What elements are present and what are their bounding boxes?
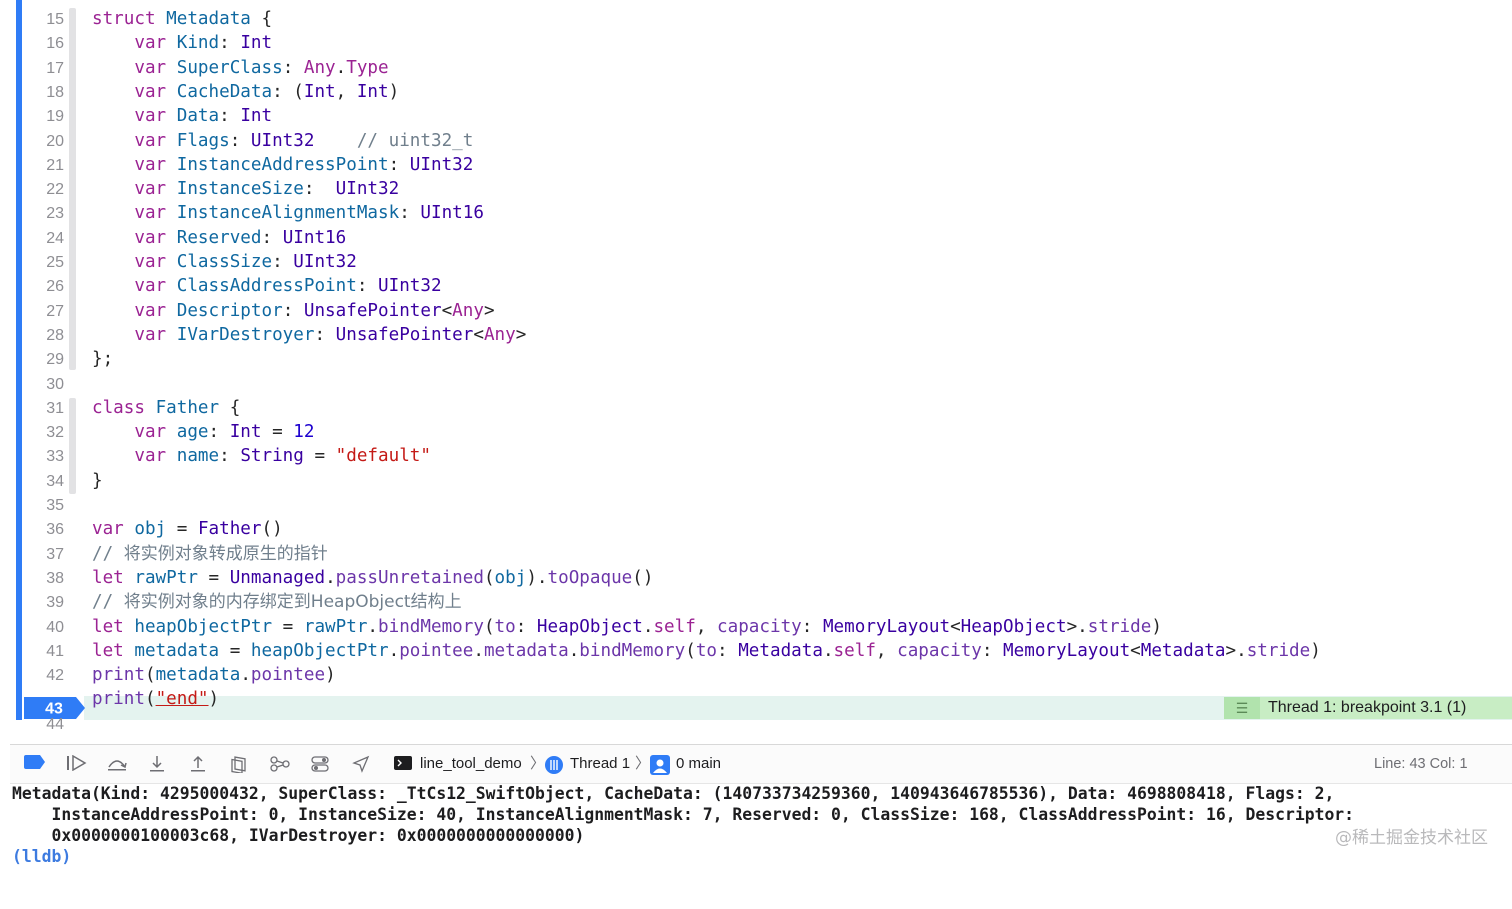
line-number[interactable]: 15 (46, 11, 64, 28)
line-number[interactable]: 33 (46, 448, 64, 466)
line-number[interactable]: 38 (46, 569, 64, 587)
line-number[interactable]: 23 (46, 205, 64, 223)
fold-ribbon-class[interactable] (69, 398, 76, 494)
code-line[interactable]: class Father { (92, 397, 241, 418)
line-number[interactable]: 22 (46, 181, 64, 199)
breakpoint-menu-icon[interactable]: ☰ (1224, 697, 1260, 719)
console-output-line-2: InstanceAddressPoint: 0, InstanceSize: 4… (12, 805, 1355, 824)
code-line[interactable]: var ClassSize: UInt32 (134, 252, 357, 272)
breakpoints-toggle-icon[interactable] (24, 755, 45, 773)
line-number[interactable]: 36 (46, 521, 64, 539)
breakpoint-marker[interactable]: 43 (24, 697, 86, 719)
debug-highlight-bar (16, 0, 22, 720)
step-over-icon[interactable] (106, 755, 127, 773)
lldb-prompt[interactable]: (lldb) (12, 847, 72, 866)
line-number[interactable]: 17 (46, 59, 64, 77)
line-number[interactable]: 35 (46, 497, 64, 514)
code-line[interactable]: var InstanceSize: UInt32 (134, 179, 400, 200)
thread-name[interactable]: Thread 1 (570, 755, 631, 772)
line-number[interactable]: 18 (46, 83, 64, 101)
code-line[interactable]: }; (92, 349, 114, 370)
code-line[interactable]: var Flags: UInt32 // uint32_t (134, 130, 474, 151)
code-line[interactable]: let heapObjectPtr = rawPtr.bindMemory(to… (92, 616, 1162, 637)
debug-toolbar: line_tool_demo 〉 Thread 1 〉 0 main Line:… (10, 744, 1512, 784)
code-line[interactable]: } (92, 470, 103, 491)
line-number[interactable]: 34 (46, 472, 64, 490)
code-line[interactable]: var InstanceAddressPoint: UInt32 (134, 154, 474, 175)
line-number[interactable]: 40 (46, 618, 64, 636)
code-line[interactable]: var age: Int = 12 (134, 422, 315, 443)
code-line[interactable]: var IVarDestroyer: UnsafePointer<Any> (134, 324, 527, 345)
process-name[interactable]: line_tool_demo (420, 755, 522, 772)
thread-icon (544, 755, 564, 774)
line-number[interactable]: 27 (46, 302, 64, 320)
breakpoint-annotation-label: Thread 1: breakpoint 3.1 (1) (1268, 699, 1467, 716)
line-number[interactable]: 44 (46, 715, 64, 733)
code-line[interactable]: // 将实例对象的内存绑定到HeapObject结构上 (92, 592, 462, 613)
chevron-right-icon: 〉 (530, 755, 546, 772)
code-line[interactable]: let metadata = heapObjectPtr.pointee.met… (92, 640, 1321, 661)
line-number[interactable]: 41 (46, 642, 64, 660)
console-output-line-3: 0x0000000100003c68, IVarDestroyer: 0x000… (12, 826, 585, 845)
code-line[interactable]: // 将实例对象转成原生的指针 (92, 543, 328, 564)
line-number[interactable]: 24 (46, 229, 64, 247)
code-line[interactable]: print("end") (92, 689, 220, 710)
chevron-right-icon: 〉 (635, 755, 651, 772)
code-line[interactable]: let rawPtr = Unmanaged.passUnretained(ob… (92, 567, 654, 588)
line-number[interactable]: 21 (46, 156, 64, 174)
line-number[interactable]: 28 (46, 326, 64, 344)
line-number[interactable]: 39 (46, 594, 64, 612)
code-line[interactable]: var Data: Int (134, 106, 273, 127)
code-line[interactable]: var obj = Father() (92, 519, 283, 540)
terminal-icon (394, 755, 412, 773)
code-line[interactable]: print(metadata.pointee) (92, 665, 336, 686)
console-output-line-1: Metadata(Kind: 4295000432, SuperClass: _… (12, 784, 1335, 803)
line-number[interactable]: 26 (46, 278, 64, 296)
step-out-icon[interactable] (188, 755, 208, 773)
memory-graph-icon[interactable] (270, 755, 290, 773)
line-number[interactable]: 20 (46, 132, 64, 150)
environment-overrides-icon[interactable] (310, 755, 330, 773)
code-line[interactable]: var Kind: Int (134, 33, 273, 54)
code-line[interactable]: var name: String = "default" (134, 446, 431, 467)
user-frame-icon (650, 755, 670, 775)
line-number[interactable]: 19 (46, 108, 64, 126)
simulate-location-icon[interactable] (351, 755, 371, 773)
code-line[interactable]: struct Metadata { (92, 9, 273, 29)
step-into-icon[interactable] (147, 755, 167, 773)
line-number[interactable]: 32 (46, 424, 64, 442)
code-line[interactable]: var Reserved: UInt16 (134, 227, 347, 248)
debug-console[interactable]: Metadata(Kind: 4295000432, SuperClass: _… (10, 783, 1512, 869)
line-number[interactable]: 37 (46, 545, 64, 563)
breakpoint-annotation[interactable]: ☰ Thread 1: breakpoint 3.1 (1) (1224, 697, 1512, 719)
line-number[interactable]: 30 (46, 375, 64, 393)
line-number[interactable]: 25 (46, 254, 64, 271)
line-number[interactable]: 42 (46, 667, 64, 685)
code-line[interactable]: var CacheData: (Int, Int) (134, 81, 400, 102)
line-number[interactable]: 16 (46, 35, 64, 53)
code-line[interactable]: var Descriptor: UnsafePointer<Any> (134, 300, 495, 321)
debug-view-hierarchy-icon[interactable] (229, 755, 249, 775)
code-line[interactable]: var ClassAddressPoint: UInt32 (134, 276, 442, 297)
line-number[interactable]: 29 (46, 351, 64, 369)
fold-ribbon-struct[interactable] (69, 8, 76, 370)
breakpoint-line-number: 43 (45, 701, 63, 718)
cursor-position: Line: 43 Col: 1 (1374, 756, 1468, 772)
line-number[interactable]: 31 (46, 399, 64, 417)
code-line[interactable]: var InstanceAlignmentMask: UInt16 (134, 203, 484, 224)
stack-frame[interactable]: 0 main (676, 755, 722, 772)
watermark: @稀土掘金技术社区 (1335, 828, 1488, 848)
code-line[interactable]: var SuperClass: Any.Type (134, 57, 389, 78)
continue-icon[interactable] (66, 754, 87, 773)
